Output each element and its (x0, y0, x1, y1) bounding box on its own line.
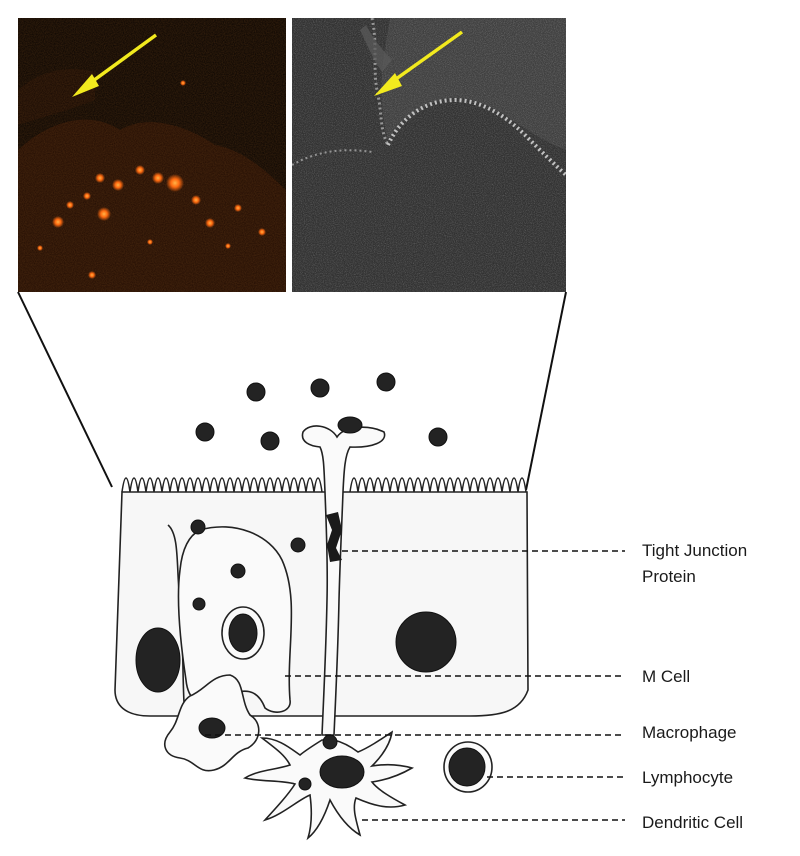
phase-contrast-micrograph (292, 18, 566, 292)
tight-junction-protein (326, 512, 342, 562)
arrow-marker-left (72, 33, 158, 97)
connector-left (17, 291, 113, 488)
enterocyte-nucleus-left (135, 627, 181, 693)
label-macrophage: Macrophage (642, 723, 737, 742)
label-dendritic-cell: Dendritic Cell (642, 813, 743, 832)
enterocyte-nucleus-right (395, 611, 457, 673)
dendrite-process (301, 425, 386, 736)
label-tight-junction-line2: Protein (642, 567, 696, 586)
fluorescent-spots (37, 80, 266, 279)
label-tight-junction-line1: Tight Junction (642, 541, 747, 560)
arrow-marker-right (374, 30, 464, 96)
luminal-particles (195, 372, 448, 451)
microvilli-right (349, 477, 527, 493)
dendrite-tip-particle (337, 416, 363, 434)
fluorescence-micrograph (18, 18, 286, 292)
epithelium-diagram (114, 372, 529, 841)
epithelial-layer (114, 491, 529, 717)
label-lymphocyte: Lymphocyte (642, 768, 733, 787)
label-m-cell: M Cell (642, 667, 690, 686)
connector-right (525, 291, 567, 491)
microvilli-left (121, 477, 323, 493)
